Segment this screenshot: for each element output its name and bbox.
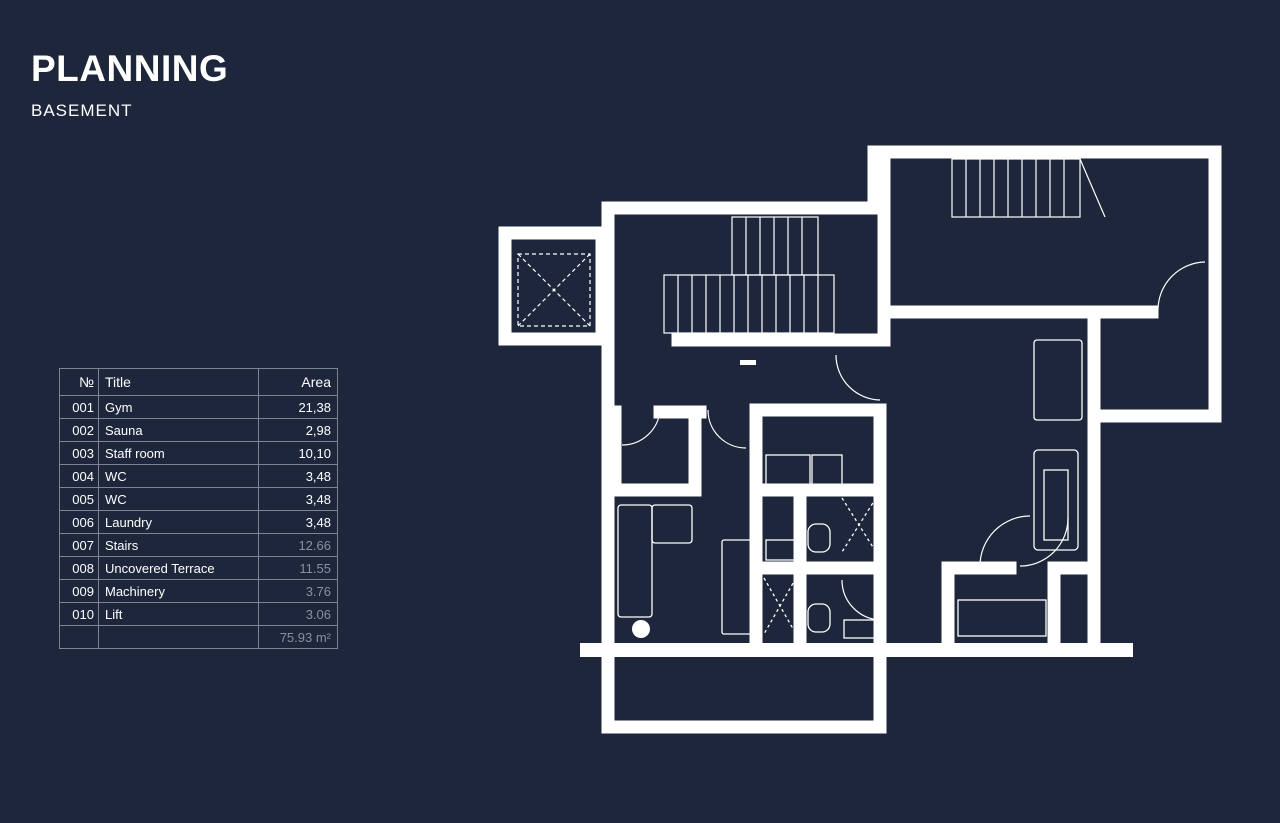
table-total-row: 75.93 m² [59,625,338,649]
room-area: 3,48 [258,510,338,534]
door-arc [979,515,1031,567]
door-arc [707,409,747,449]
door-arc [621,409,661,446]
total-empty-cell [59,625,99,649]
lamp-icon [740,360,756,365]
room-number: 004 [59,464,99,488]
door-arc [835,354,881,401]
room-title: Stairs [98,533,259,557]
door-arc [1019,517,1069,567]
doors [621,261,1206,621]
floor-slab [580,643,1133,657]
room-number: 001 [59,395,99,419]
room-title: Uncovered Terrace [98,556,259,580]
door-arc [1157,261,1206,311]
ball-icon [632,620,650,638]
page-subtitle: BASEMENT [31,101,133,120]
total-empty-cell [98,625,259,649]
gym-equipment [617,339,1083,635]
door-arc [841,579,881,621]
stairs [663,158,1106,334]
table-row: 001 Gym 21,38 [59,395,338,419]
terrace-wall [601,643,887,734]
room-title: Machinery [98,579,259,603]
lift-shaft-wall [498,226,609,346]
lift-cab [517,253,591,327]
table-row: 009 Machinery 3.76 [59,579,338,603]
outer-wall-north-east [601,145,1222,657]
wall-small-room [608,405,702,497]
room-area: 3.76 [258,579,338,603]
room-area: 3,48 [258,464,338,488]
table-row: 005 WC 3,48 [59,487,338,511]
total-area: 75.93 m² [258,625,338,649]
room-number: 009 [59,579,99,603]
bathroom-fixtures [763,454,1047,639]
room-area: 3,48 [258,487,338,511]
area-table: № Title Area 001 Gym 21,38 002 Sauna 2,9… [59,368,338,649]
page-title: PLANNING [31,48,229,89]
room-number: 002 [59,418,99,442]
plan-walls [498,145,1222,734]
wall-staff-room [749,403,887,497]
table-row: 003 Staff room 10,10 [59,441,338,465]
room-area: 21,38 [258,395,338,419]
